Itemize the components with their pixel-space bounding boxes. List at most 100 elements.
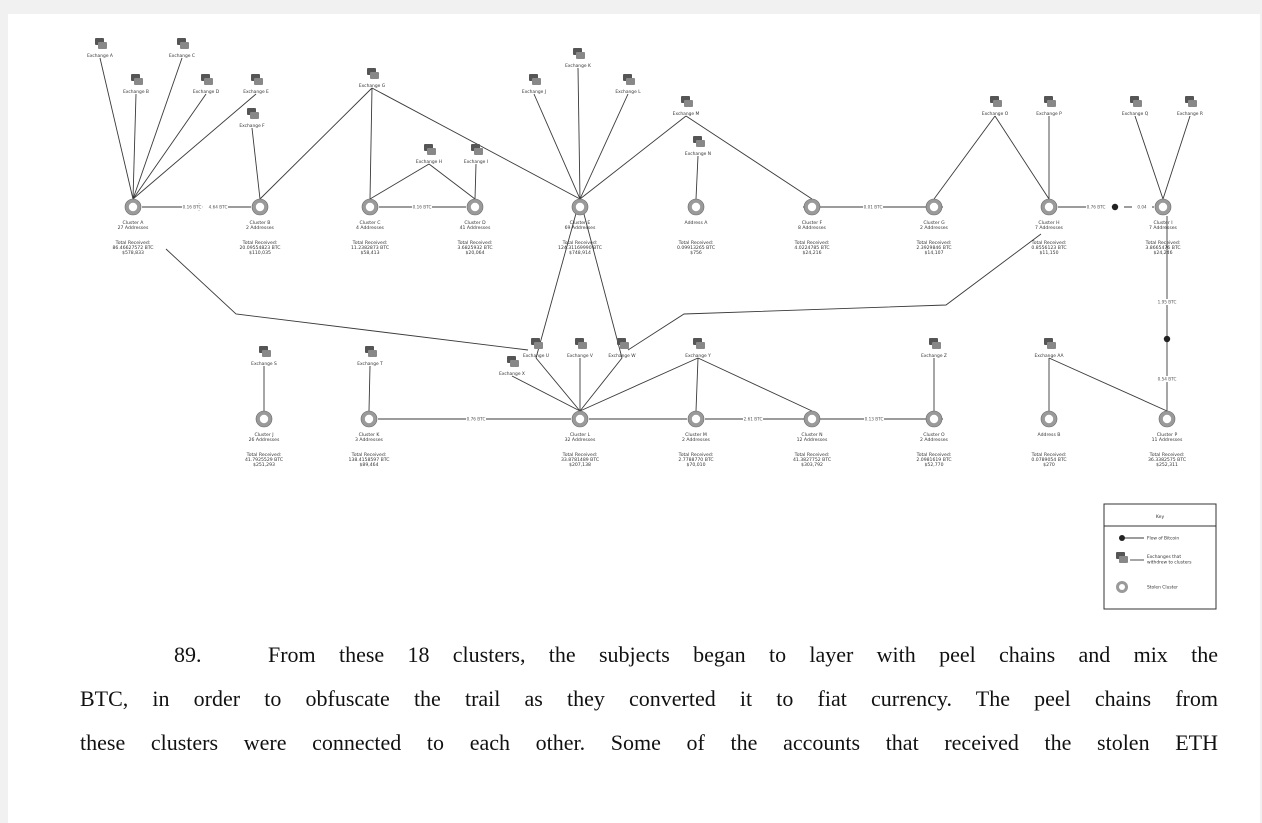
edge-label-bg bbox=[466, 416, 486, 422]
exchange-icon-back bbox=[684, 100, 693, 107]
cluster-node bbox=[251, 198, 269, 216]
cluster-name: Cluster N bbox=[801, 432, 822, 438]
cluster-name: Cluster E bbox=[570, 220, 591, 226]
total-received-btc: 138.4158597 BTC bbox=[348, 457, 389, 463]
bitcoin-cluster-icon-center bbox=[1044, 202, 1054, 212]
exchange-icon-back bbox=[1133, 100, 1142, 107]
cluster-name: Cluster A bbox=[123, 220, 145, 226]
exchange-withdrawal-line bbox=[579, 357, 699, 412]
cluster-addresses: 26 Addresses bbox=[249, 437, 280, 443]
total-received-btc: 3.6825932 BTC bbox=[457, 245, 492, 251]
total-received-btc: 0.8556123 BTC bbox=[1031, 245, 1066, 251]
cluster-name: Cluster L bbox=[570, 432, 591, 438]
exchange-label: Exchange W bbox=[608, 353, 636, 359]
exchange-withdrawal-line bbox=[579, 357, 623, 412]
cluster-addresses: 4 Addresses bbox=[356, 225, 385, 231]
exchange-icon-back bbox=[368, 350, 377, 357]
total-received-usd: $110,035 bbox=[249, 250, 271, 256]
paragraph-89-line-3: these clusters were connected to each ot… bbox=[80, 730, 1218, 755]
exchange-node bbox=[575, 338, 587, 349]
exchange-icon-back bbox=[134, 78, 143, 85]
cluster-name: Cluster B bbox=[250, 220, 271, 226]
cluster-node bbox=[1154, 198, 1172, 216]
cluster-name: Cluster C bbox=[360, 220, 381, 226]
exchange-label: Exchange I bbox=[464, 159, 488, 165]
cluster-addresses: 2 Addresses bbox=[920, 437, 949, 443]
total-received-label: Total Received: bbox=[351, 452, 387, 458]
cluster-node bbox=[255, 410, 273, 428]
total-received-btc: 11.2382873 BTC bbox=[351, 245, 389, 251]
edge-label-bg bbox=[864, 416, 884, 422]
flow-line-cluster-a bbox=[165, 248, 529, 351]
exchange-node bbox=[247, 108, 259, 119]
exchange-label: Exchange S bbox=[251, 361, 277, 367]
exchange-withdrawal-line bbox=[577, 67, 581, 200]
exchange-icon-back bbox=[620, 342, 629, 349]
exchange-withdrawal-line bbox=[1048, 357, 1168, 412]
total-received-label: Total Received: bbox=[794, 240, 830, 246]
key-cluster-label: Stolen Cluster bbox=[1147, 585, 1178, 591]
bitcoin-cluster-icon-center bbox=[691, 414, 701, 424]
edge-label: 0.01 BTC bbox=[864, 205, 883, 210]
cluster-name: Cluster P bbox=[1157, 432, 1178, 438]
total-received-usd: $58,413 bbox=[361, 250, 380, 256]
edge-label-bg bbox=[1086, 204, 1106, 210]
total-received-usd: $207,138 bbox=[569, 462, 591, 468]
key-flow-dot bbox=[1119, 535, 1125, 541]
total-received-btc: 2.3929846 BTC bbox=[916, 245, 951, 251]
exchange-node bbox=[95, 38, 107, 49]
exchange-node bbox=[507, 356, 519, 367]
exchange-icon-back bbox=[1047, 100, 1056, 107]
exchange-withdrawal-line bbox=[368, 365, 371, 412]
exchange-withdrawal-line bbox=[1162, 115, 1191, 200]
bitcoin-cluster-icon-center bbox=[807, 414, 817, 424]
total-received-usd: $89,464 bbox=[360, 462, 379, 468]
exchange-label: Exchange V bbox=[567, 353, 593, 359]
clusters bbox=[124, 198, 1176, 428]
exchange-withdrawal-line bbox=[933, 115, 996, 200]
key-exchange-label-2: withdrew to clusters bbox=[1147, 560, 1192, 566]
exchange-icon-back bbox=[696, 140, 705, 147]
total-received-label: Total Received: bbox=[916, 452, 952, 458]
exchange-withdrawal-line bbox=[132, 93, 257, 200]
bitcoin-cluster-icon-center bbox=[365, 202, 375, 212]
edge-label-bg bbox=[1158, 299, 1176, 305]
cluster-name: Cluster J bbox=[254, 432, 273, 438]
total-received-usd: $14,107 bbox=[925, 250, 944, 256]
cluster-addresses: 2 Addresses bbox=[246, 225, 275, 231]
bitcoin-cluster-icon-center bbox=[929, 414, 939, 424]
total-received-btc: 3.8665476 BTC bbox=[1145, 245, 1180, 251]
cluster-addresses: 27 Addresses bbox=[118, 225, 149, 231]
exchange-node bbox=[1185, 96, 1197, 107]
edge-label-bg bbox=[1132, 204, 1152, 210]
cluster-name: Cluster H bbox=[1038, 220, 1059, 226]
total-received-label: Total Received: bbox=[457, 240, 493, 246]
exchange-icon-back bbox=[1188, 100, 1197, 107]
total-received-label: Total Received: bbox=[1145, 240, 1181, 246]
bitcoin-cluster-icon-center bbox=[807, 202, 817, 212]
cluster-name: Cluster M bbox=[685, 432, 707, 438]
cluster-name: Cluster F bbox=[802, 220, 823, 226]
exchange-node bbox=[623, 74, 635, 85]
exchange-icon-back bbox=[250, 112, 259, 119]
cluster-node bbox=[466, 198, 484, 216]
exchanges bbox=[95, 38, 1197, 367]
exchange-node bbox=[367, 68, 379, 79]
cluster-name: Cluster D bbox=[464, 220, 486, 226]
key-exchange-icon-back bbox=[1119, 556, 1128, 563]
exchange-label: Exchange AA bbox=[1035, 353, 1064, 359]
exchange-label: Exchange G bbox=[359, 83, 386, 89]
total-received-usd: $748,914 bbox=[569, 250, 591, 256]
exchange-icon-back bbox=[262, 350, 271, 357]
exchange-icon-back bbox=[993, 100, 1002, 107]
cluster-node bbox=[571, 198, 589, 216]
cluster-addresses: 3 Addresses bbox=[355, 437, 384, 443]
total-received-btc: 0.09913265 BTC bbox=[677, 245, 715, 251]
exchange-icon-back bbox=[254, 78, 263, 85]
exchange-withdrawal-line bbox=[697, 357, 813, 412]
exchange-node bbox=[1044, 338, 1056, 349]
exchange-node bbox=[1044, 96, 1056, 107]
bitcoin-cluster-icon-center bbox=[929, 202, 939, 212]
exchange-icon-back bbox=[534, 342, 543, 349]
